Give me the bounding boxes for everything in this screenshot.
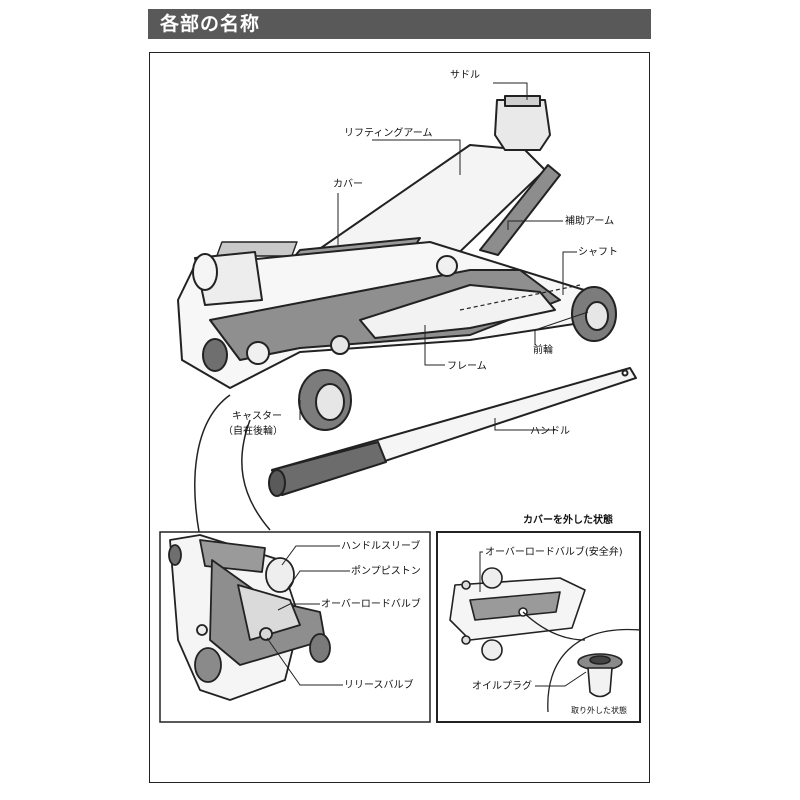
label-overload-valve-safety: オーバーロードバルブ(安全弁) (485, 545, 623, 558)
detail-right: オーバーロードバルブ(安全弁) オイルプラグ 取り外した状態 (436, 531, 641, 723)
detail-right-title: カバーを外した状態 (523, 513, 613, 526)
label-removed-state: 取り外した状態 (571, 705, 627, 715)
label-frame: フレーム (447, 360, 487, 372)
label-release-valve: リリースバルブ (344, 678, 414, 691)
label-lifting-arm: リフティングアーム (344, 126, 433, 139)
label-cover: カバー (333, 178, 363, 190)
label-aux-arm: 補助アーム (565, 214, 614, 227)
label-oil-plug: オイルプラグ (472, 679, 532, 692)
label-shaft: シャフト (578, 247, 618, 258)
leader-lines (299, 82, 589, 431)
callout-swoosh-right (241, 419, 271, 531)
label-handle-sleeve: ハンドルスリーブ (341, 539, 420, 552)
label-overload-valve: オーバーロードバルブ (321, 597, 421, 610)
label-caster: キャスター (232, 410, 282, 422)
oil-plug-icon (577, 653, 623, 698)
jack-illustration (177, 95, 637, 497)
diagram-frame (149, 52, 650, 783)
label-pump-piston: ポンプピストン (351, 565, 421, 577)
label-front-wheel: 前輪 (533, 343, 553, 356)
label-caster-sub: （自在後輪） (223, 424, 283, 437)
detail-left: ハンドルスリーブ ポンプピストン オーバーロードバルブ リリースバルブ (159, 531, 431, 723)
label-saddle: サドル (450, 69, 480, 81)
page-title: 各部の名称 (148, 9, 651, 39)
label-handle: ハンドル (530, 426, 570, 437)
